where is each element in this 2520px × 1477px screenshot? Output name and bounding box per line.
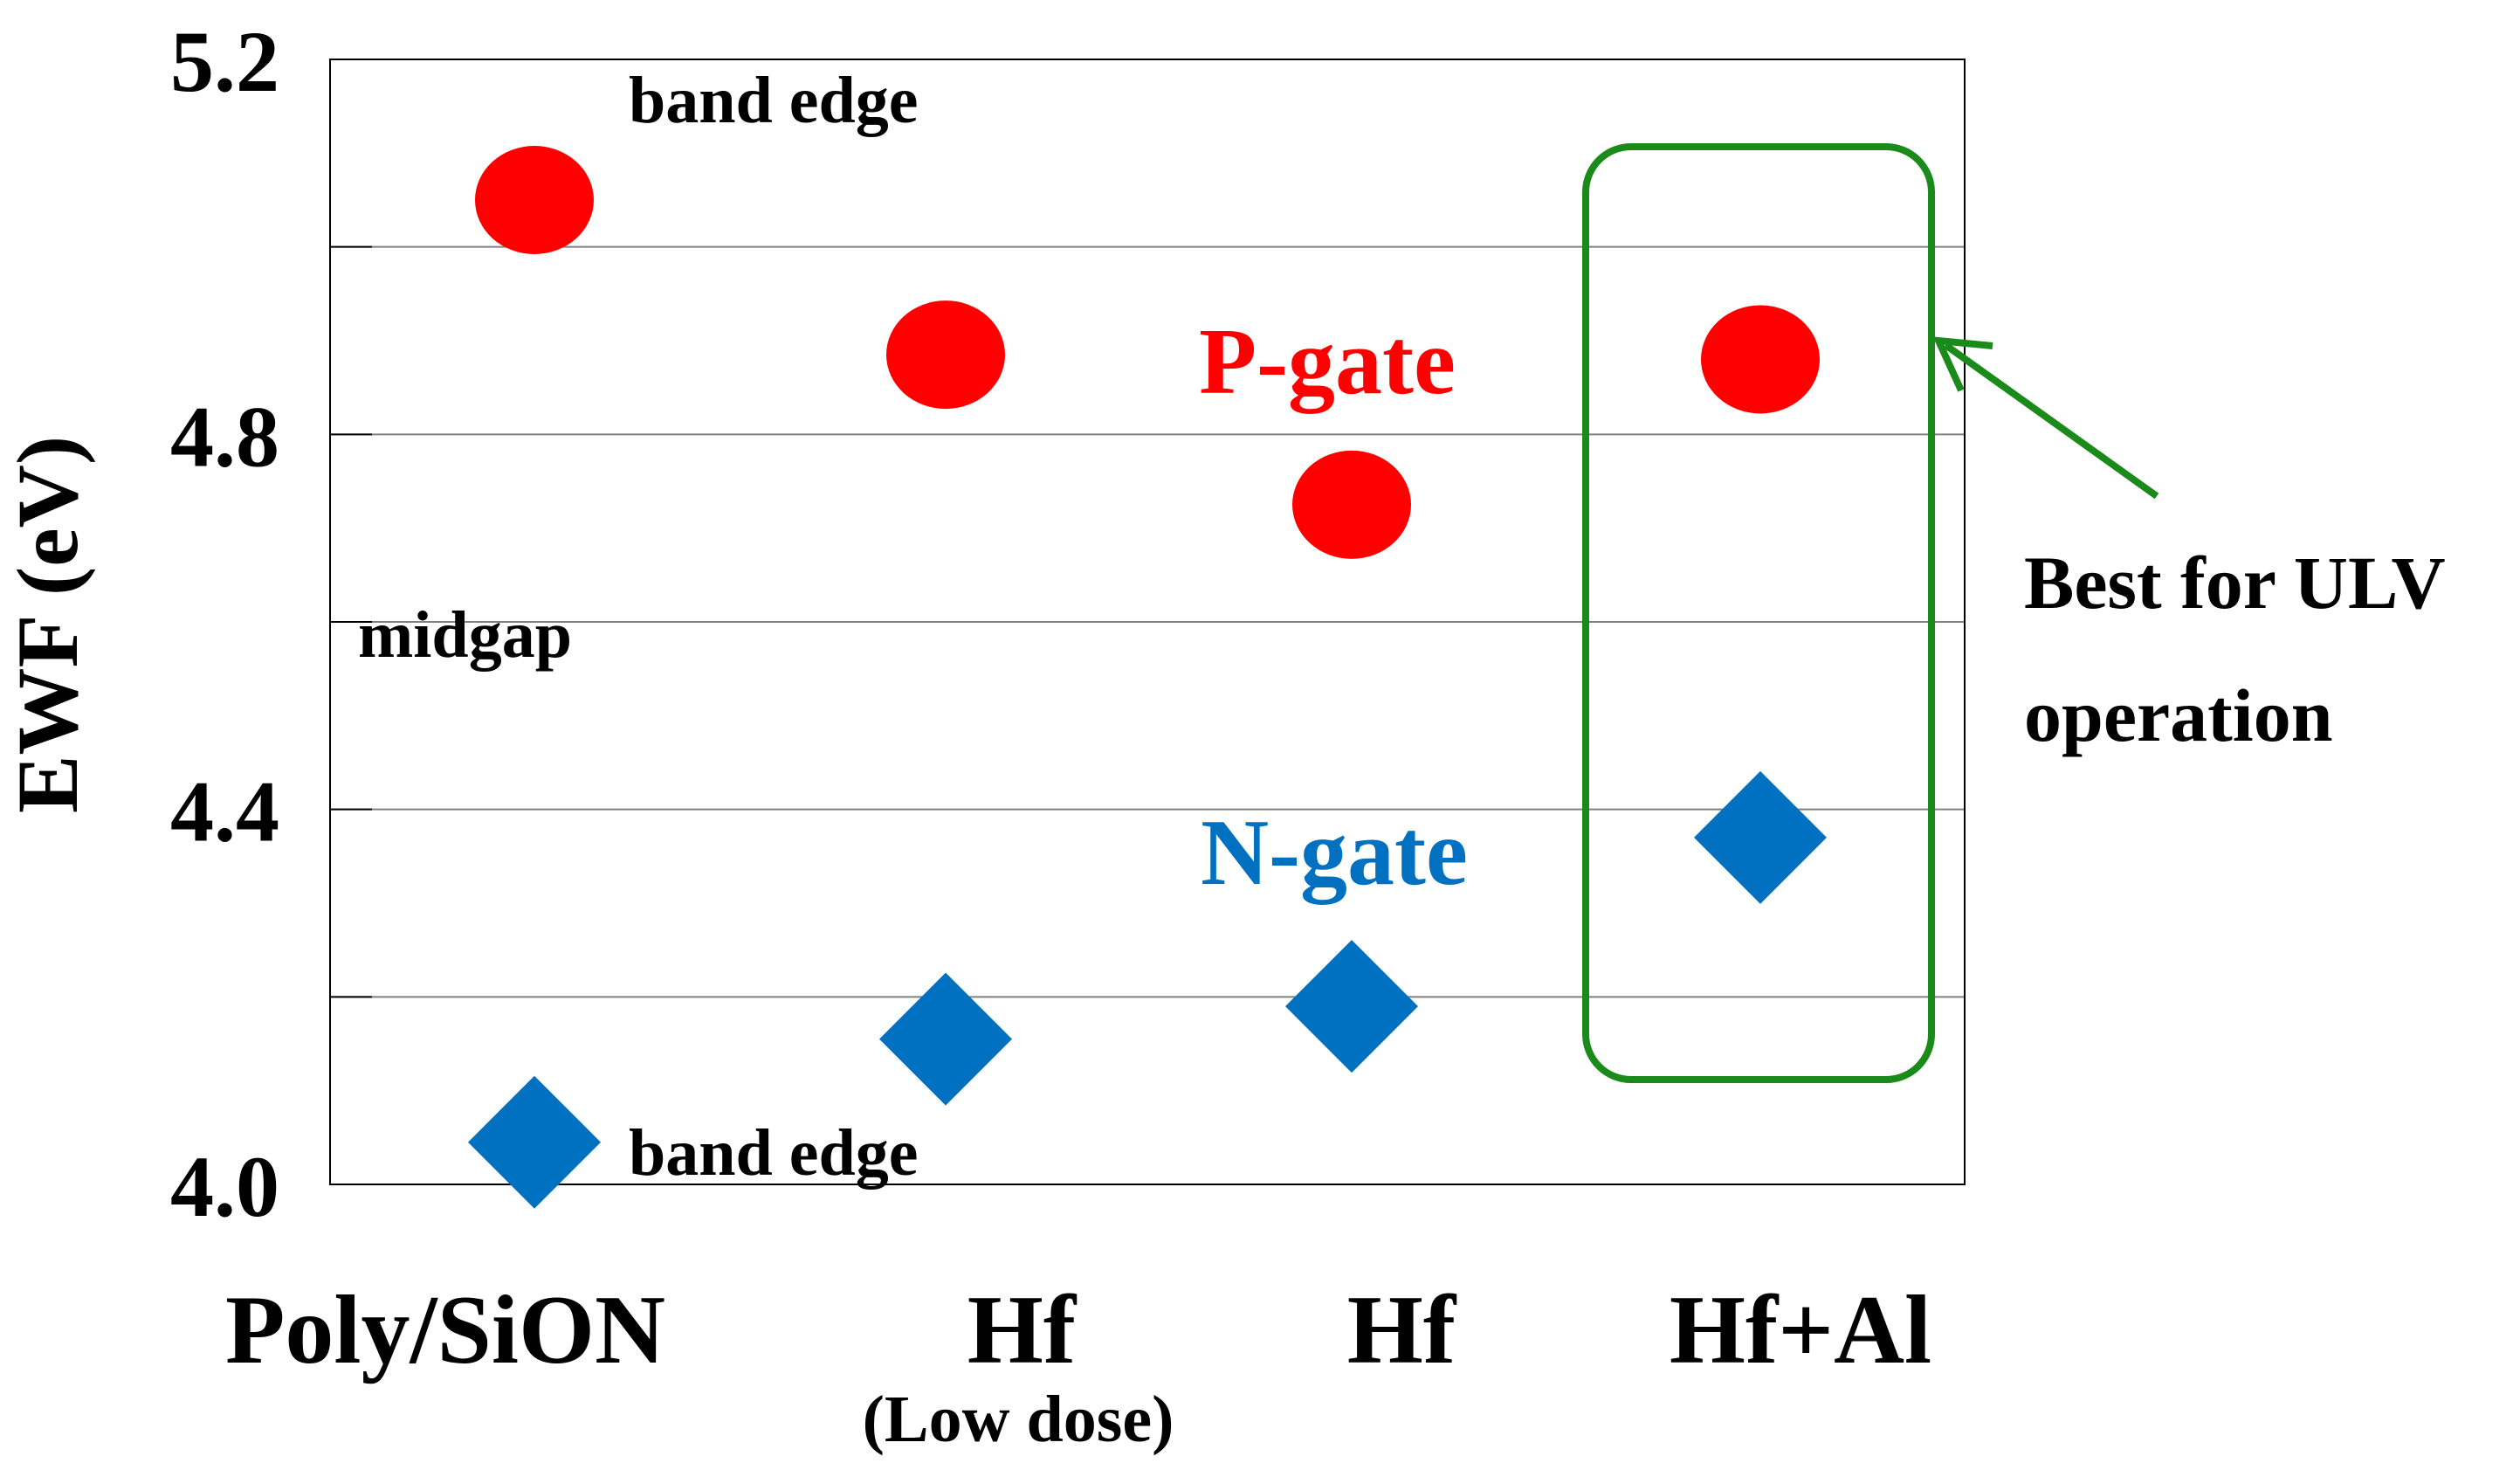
x-tick-sublabel: (Low dose) xyxy=(863,1383,1174,1456)
y-tick-label: 4.4 xyxy=(170,763,279,860)
highlight-box xyxy=(1582,143,1935,1083)
callout-text-line1: Best for ULV xyxy=(2024,541,2446,625)
n-gate-point xyxy=(1285,940,1418,1073)
y-tick-label: 5.2 xyxy=(170,13,279,110)
data-marks xyxy=(468,146,1827,1209)
x-tick-label: Hf xyxy=(1347,1276,1457,1384)
x-tick-label: Poly/SiON xyxy=(225,1276,665,1384)
y-tick-label: 4.0 xyxy=(170,1138,279,1235)
series-label-p-gate: P-gate xyxy=(1199,310,1456,414)
p-gate-point xyxy=(475,146,594,254)
n-gate-point xyxy=(879,972,1012,1106)
band-edge-bottom-label: band edge xyxy=(629,1116,919,1190)
callout-arrow-line xyxy=(1943,342,2159,500)
plot-frame xyxy=(329,59,1966,1185)
n-gate-point xyxy=(1694,770,1827,904)
n-gate-point xyxy=(468,1075,601,1209)
x-tick-label: Hf xyxy=(967,1276,1078,1384)
p-gate-point xyxy=(886,300,1005,410)
p-gate-point xyxy=(1292,450,1411,559)
midgap-label: midgap xyxy=(358,598,572,672)
series-label-n-gate: N-gate xyxy=(1201,801,1468,905)
callout-text-line2: operation xyxy=(2024,673,2333,757)
y-tick-labels: 4.0 4.4 4.8 5.2 xyxy=(170,13,279,1235)
y-tick-label: 4.8 xyxy=(170,388,279,485)
band-edge-top-label: band edge xyxy=(629,64,919,137)
y-axis-label: EWF (eV) xyxy=(0,436,96,813)
callout-arrowhead xyxy=(1932,336,1993,392)
p-gate-point xyxy=(1701,305,1820,414)
grid-layer xyxy=(330,245,1965,998)
x-tick-label: Hf+Al xyxy=(1670,1276,1931,1384)
